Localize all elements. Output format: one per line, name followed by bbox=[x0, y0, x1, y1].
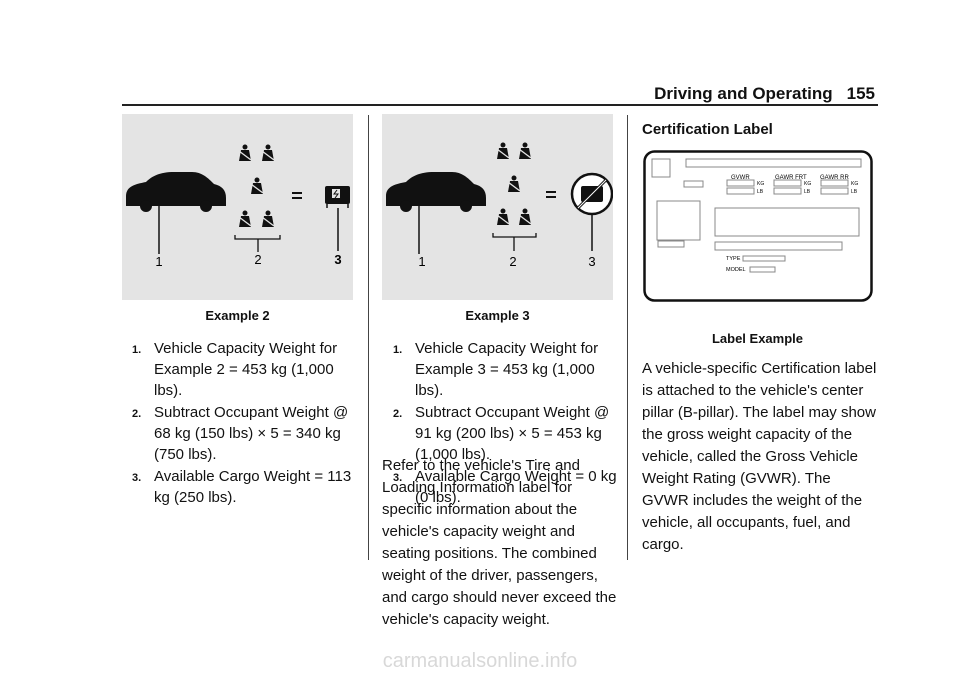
list-item: 2.Subtract Occupant Weight @ 68 kg (150 … bbox=[132, 404, 349, 463]
column-divider-2 bbox=[627, 115, 628, 560]
cargo-icon bbox=[325, 186, 350, 208]
certification-heading: Certification Label bbox=[642, 121, 773, 138]
example-3-caption: Example 3 bbox=[465, 308, 530, 323]
lb-label: LB bbox=[851, 189, 858, 195]
callout-3: 3 bbox=[588, 254, 595, 269]
callout-2: 2 bbox=[254, 252, 261, 267]
gvwr-label: GVWR bbox=[731, 175, 750, 181]
page-number: 155 bbox=[846, 84, 875, 103]
car-icon bbox=[126, 172, 226, 212]
example-2-list: 1.Vehicle Capacity Weight for Example 2 … bbox=[132, 338, 357, 509]
label-example-figure: GVWR GAWR FRT GAWR RR KG LB KG LB KG LB … bbox=[643, 150, 873, 302]
list-item: 3.Available Cargo Weight = 0 kg (0 lbs). bbox=[393, 468, 617, 506]
callout-3: 3 bbox=[334, 252, 341, 267]
example-3-figure: 1 2 3 bbox=[382, 114, 614, 300]
watermark: carmanualsonline.info bbox=[382, 650, 578, 672]
minus-icon bbox=[212, 194, 222, 196]
example-3-illustration: 1 2 3 bbox=[386, 141, 614, 269]
equals-icon bbox=[292, 192, 302, 199]
list-item: 1.Vehicle Capacity Weight for Example 2 … bbox=[132, 340, 338, 399]
example-3-paragraph: Refer to the vehicle's Tire and Loading … bbox=[382, 457, 617, 628]
page-header: Driving and Operating 155 bbox=[595, 84, 875, 104]
type-label: TYPE bbox=[726, 256, 741, 262]
example-2-illustration: 1 2 3 bbox=[126, 143, 350, 269]
equals-icon bbox=[546, 191, 556, 198]
example-2-figure: 1 2 3 bbox=[122, 114, 353, 300]
section-title: Driving and Operating bbox=[654, 84, 833, 103]
certification-label-illustration: GVWR GAWR FRT GAWR RR KG LB KG LB KG LB … bbox=[643, 150, 873, 302]
kg-label: KG bbox=[804, 181, 811, 187]
car-icon bbox=[386, 172, 486, 212]
header-rule bbox=[122, 104, 878, 106]
callout-1: 1 bbox=[155, 254, 162, 269]
gawr-frt-label: GAWR FRT bbox=[775, 175, 807, 181]
column-divider-1 bbox=[368, 115, 369, 560]
example-3-list: 1.Vehicle Capacity Weight for Example 3 … bbox=[393, 338, 621, 509]
no-cargo-icon bbox=[570, 172, 614, 216]
seatbelt-icon-group bbox=[238, 143, 275, 228]
label-example-caption: Label Example bbox=[711, 331, 804, 346]
list-item: 2.Subtract Occupant Weight @ 91 kg (200 … bbox=[393, 404, 610, 463]
model-label: MODEL bbox=[726, 267, 746, 273]
lb-label: LB bbox=[757, 189, 764, 195]
list-item: 3.Available Cargo Weight = 113 kg (250 l… bbox=[132, 468, 352, 506]
lb-label: LB bbox=[804, 189, 811, 195]
kg-label: KG bbox=[757, 181, 764, 187]
gawr-rr-label: GAWR RR bbox=[820, 175, 849, 181]
list-item: 1.Vehicle Capacity Weight for Example 3 … bbox=[393, 340, 599, 399]
callout-1: 1 bbox=[418, 254, 425, 269]
example-2-caption: Example 2 bbox=[205, 308, 270, 323]
kg-label: KG bbox=[851, 181, 858, 187]
callout-2: 2 bbox=[509, 254, 516, 269]
seatbelt-icon-group bbox=[496, 141, 532, 226]
certification-paragraph: A vehicle-specific Certification label i… bbox=[642, 360, 877, 553]
minus-icon bbox=[468, 192, 478, 194]
